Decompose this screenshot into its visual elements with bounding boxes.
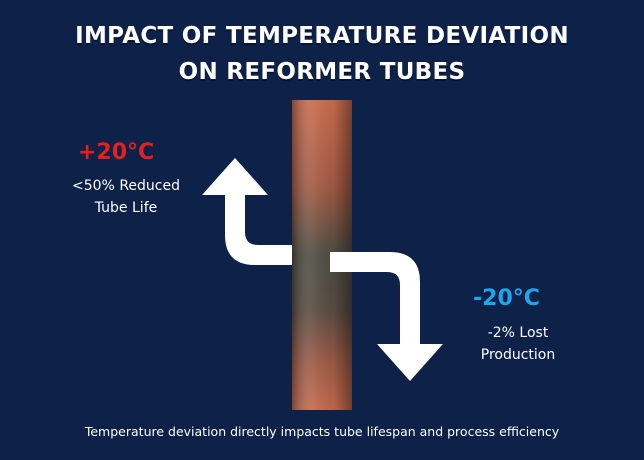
- temperature-decrease-description: -2% Lost Production: [458, 322, 578, 366]
- arrow-up-icon: [202, 158, 315, 265]
- increase-desc-line-2: Tube Life: [94, 200, 158, 216]
- title-line-2: ON REFORMER TUBES: [178, 59, 466, 85]
- increase-desc-line-1: <50% Reduced: [72, 178, 180, 194]
- temperature-increase-value: +20°C: [78, 140, 155, 165]
- decrease-desc-line-1: -2% Lost: [487, 325, 549, 341]
- diagram-title: IMPACT OF TEMPERATURE DEVIATION ON REFOR…: [0, 18, 644, 90]
- footer-caption: Temperature deviation directly impacts t…: [84, 424, 560, 439]
- temperature-increase-description: <50% Reduced Tube Life: [56, 175, 196, 219]
- decrease-desc-line-2: Production: [480, 347, 556, 363]
- temperature-decrease-value: -20°C: [473, 286, 540, 311]
- title-line-1: IMPACT OF TEMPERATURE DEVIATION: [75, 23, 569, 49]
- arrow-down-icon: [330, 252, 443, 381]
